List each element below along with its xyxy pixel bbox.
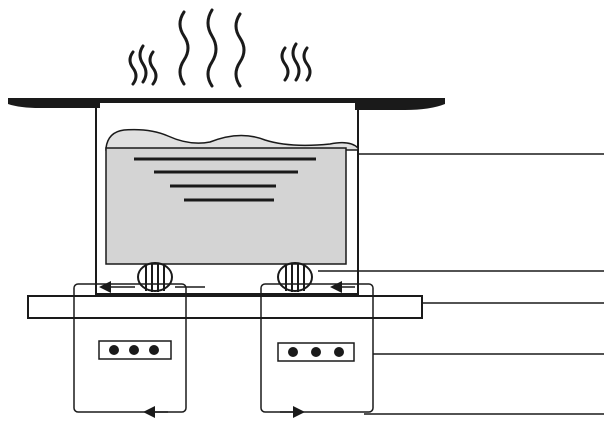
heater-box [73,283,187,413]
steam-wisp-right [302,46,312,82]
pointer-lines [318,153,604,415]
steam-wisp-right [280,46,290,82]
indicator-dot [149,345,159,355]
steam-wisp-left [148,50,158,86]
coil-loop [277,262,313,292]
base-plate [27,295,423,319]
tank-flange [8,98,445,110]
indicator-dot [129,345,139,355]
steam-wisp-center [234,12,246,88]
steam-wisp-left [138,44,148,84]
heating-coil-left [137,262,173,292]
steam-wisp-center [206,8,218,88]
coil-loop [137,262,173,292]
steam-wisp-left [128,50,138,86]
flange-right [355,100,445,110]
steam-wisp-right [291,42,301,82]
heater-unit-left [73,283,187,413]
tank-outer-wall [95,101,359,295]
heater-unit-right [260,283,374,413]
indicator-dot [288,347,298,357]
vessel-markings [134,157,316,202]
steam-wisps [128,8,312,88]
indicator-panel [98,340,172,360]
flange-top-bar [8,98,445,102]
indicator-dot [334,347,344,357]
steam-wisp-center [178,10,190,86]
indicator-dot [311,347,321,357]
liquid-surface [105,128,359,151]
indicator-panel [277,342,355,362]
inner-vessel [105,147,347,265]
heating-coil-right [277,262,313,292]
heater-box [260,283,374,413]
flow-arrows [99,281,355,418]
indicator-dot [109,345,119,355]
